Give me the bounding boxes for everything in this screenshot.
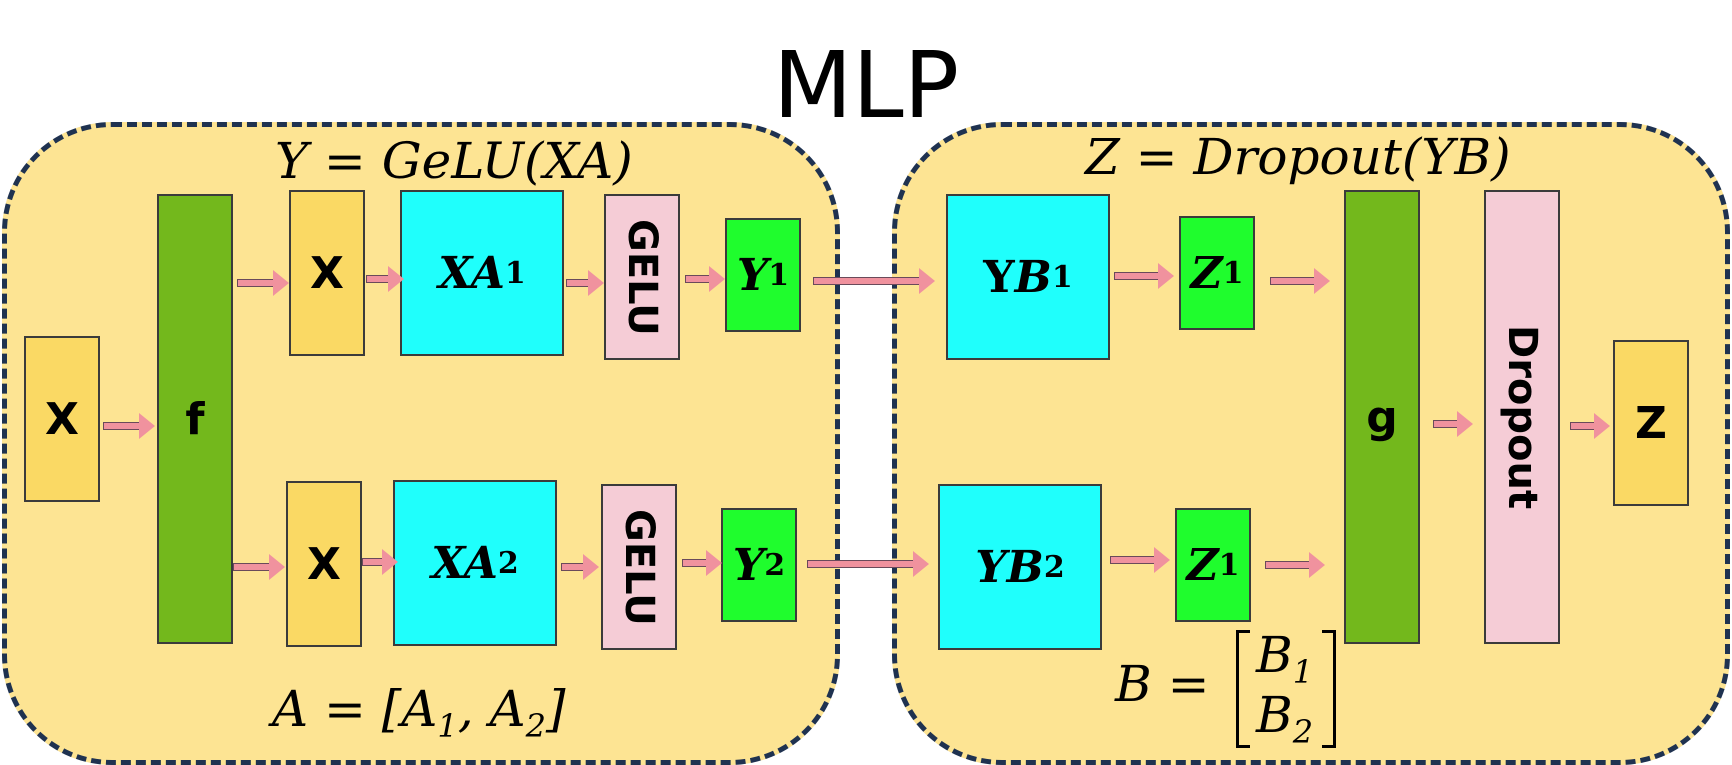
b-matrix: B1 B2 — [1236, 626, 1336, 751]
matrix-row-2: B2 — [1256, 686, 1314, 751]
split-f-box: f — [157, 194, 233, 644]
arrow-y1-to-yb1 — [813, 268, 937, 294]
matrix-right-bracket — [1322, 630, 1336, 748]
arrow-x1-to-xa1 — [366, 266, 404, 292]
arrow-y2-to-yb2 — [807, 551, 931, 577]
arrow-gelu-to-y2 — [682, 550, 722, 576]
arrow-x2-to-xa2 — [362, 549, 398, 575]
right-top-equation: Z = Dropout(YB) — [1085, 128, 1511, 186]
branch2-x-box: X — [286, 481, 362, 647]
arrow-z1-to-g — [1270, 268, 1330, 294]
matrix-left-bracket — [1236, 630, 1250, 748]
input-x-box: X — [24, 336, 100, 502]
arrow-g-to-dropout — [1433, 411, 1473, 437]
branch1-x-box: X — [289, 190, 365, 356]
arrow-xa2-to-gelu — [561, 554, 599, 580]
left-top-equation: Y = GeLU(XA) — [275, 132, 633, 190]
arrow-xa1-to-gelu — [566, 270, 604, 296]
output-z-box: Z — [1613, 340, 1689, 506]
combine-g-box: g — [1344, 190, 1420, 644]
right-bottom-equation: B = — [1115, 655, 1210, 713]
arrow-gelu-to-y1 — [685, 266, 725, 292]
arrow-f-to-x2 — [233, 554, 285, 580]
arrow-yb2-to-z2 — [1110, 547, 1170, 573]
diagram-title: MLP — [772, 32, 960, 139]
matrix-row-1: B1 — [1256, 626, 1314, 691]
arrow-dropout-to-z — [1570, 413, 1610, 439]
arrow-x-to-f — [103, 413, 155, 439]
arrow-f-to-x1 — [237, 270, 289, 296]
dropout-box: Dropout — [1484, 190, 1560, 644]
branch2-gelu-box: GELU — [601, 484, 677, 650]
left-bottom-equation: A = [A1, A2] — [272, 680, 566, 745]
arrow-yb1-to-z1 — [1114, 263, 1174, 289]
branch1-gelu-box: GELU — [604, 194, 680, 360]
arrow-z2-to-g — [1265, 552, 1325, 578]
